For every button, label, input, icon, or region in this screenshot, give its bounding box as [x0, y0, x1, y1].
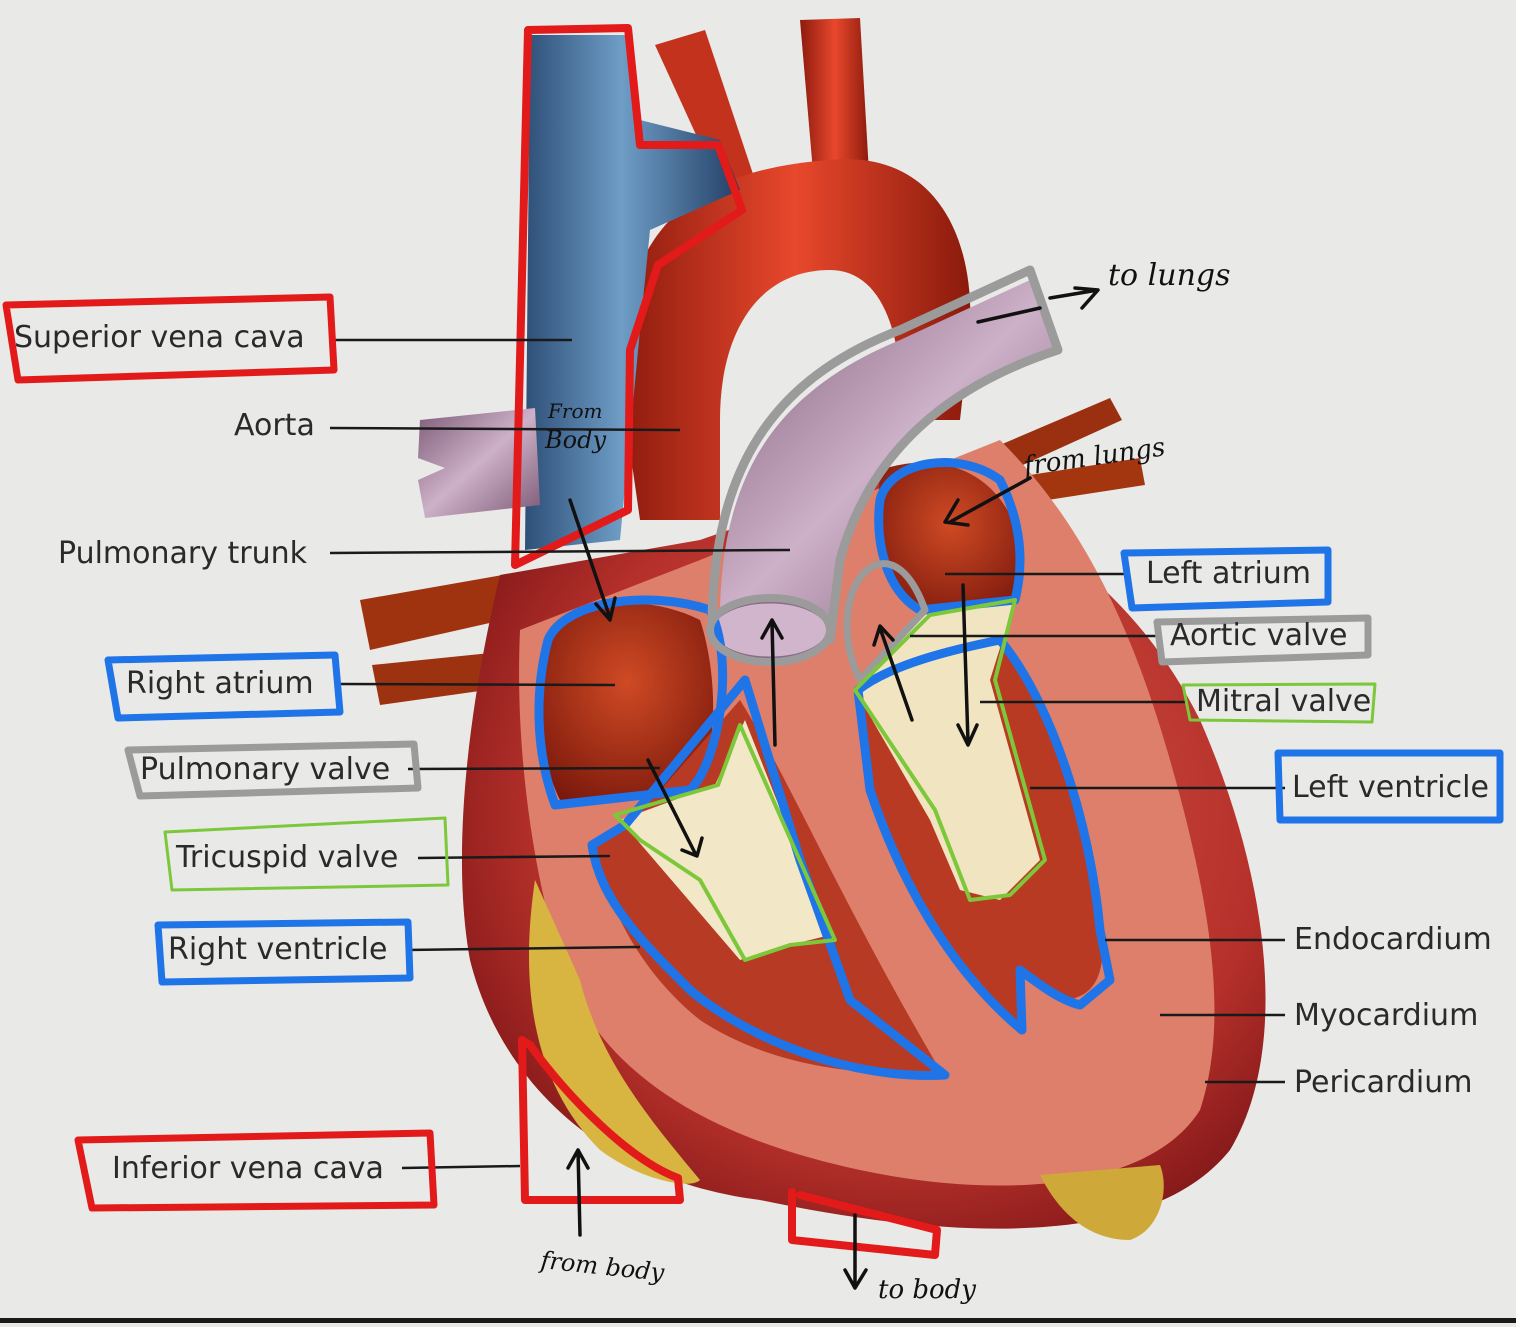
epicardial-fat-right [1040, 1165, 1164, 1240]
leader-lines [329, 338, 1285, 1170]
mv-label-box [1181, 682, 1377, 724]
label-tricuspid-valve: Tricuspid valve [176, 840, 399, 875]
label-pericardium: Pericardium [1294, 1065, 1473, 1100]
label-inferior-vena-cava: Inferior vena cava [112, 1151, 384, 1186]
label-right-atrium: Right atrium [126, 666, 314, 701]
av-label-box [1153, 614, 1372, 666]
label-boxes [2, 293, 1504, 1212]
arrow-from-lungs [943, 476, 1032, 527]
arrow-ivc-up [566, 1148, 590, 1237]
label-mitral-valve: Mitral valve [1196, 684, 1372, 719]
annotation-to-lungs: to lungs [1108, 258, 1231, 293]
pulmonary-valve-gray-outline [706, 594, 834, 666]
flow-arrows [566, 286, 1100, 1290]
tv-label-box [163, 816, 450, 892]
arrow-la-down [956, 583, 979, 747]
aorta-exit-red-outline [788, 1188, 941, 1259]
pv-label-box [124, 740, 422, 800]
annotation-to-body: to body [878, 1275, 976, 1305]
aortic-valve-gray-outline [843, 560, 929, 684]
right-ventricle-blue-outline [587, 675, 950, 1080]
label-aortic-valve: Aortic valve [1170, 618, 1348, 653]
left-ventricle-blue-outline [853, 635, 1115, 1035]
svc-red-outline [511, 24, 746, 569]
pulmonary-trunk-vessel [720, 280, 1060, 620]
svc-label-box [2, 293, 338, 384]
superior-vena-cava-vessel [525, 35, 740, 550]
label-left-ventricle: Left ventricle [1292, 770, 1489, 805]
label-pulmonary-trunk: Pulmonary trunk [58, 536, 308, 571]
right-atrium-chamber [540, 603, 714, 800]
mitral-leaflets [855, 600, 1040, 900]
arrow-lv-up [872, 624, 914, 722]
la-label-box [1120, 546, 1332, 612]
ra-label-box [104, 651, 344, 722]
label-superior-vena-cava: Superior vena cava [14, 320, 305, 355]
label-right-ventricle: Right ventricle [168, 932, 388, 967]
ivc-red-outline [518, 1036, 684, 1204]
label-endocardium: Endocardium [1294, 922, 1492, 957]
tricuspid-leaflets [620, 720, 830, 960]
rv-label-box [154, 918, 414, 986]
epicardial-fat [528, 880, 700, 1184]
label-pulmonary-valve: Pulmonary valve [140, 752, 391, 787]
arrow-to-body [843, 1213, 868, 1290]
pulmonary-trunk-gray-outline [707, 265, 1063, 645]
arrow-svc-down [568, 498, 617, 622]
bottom-edge-bar [0, 1318, 1516, 1323]
annotation-from-body-top-2: Body [544, 426, 606, 454]
lv-label-box [1274, 749, 1504, 824]
tricuspid-green-outline [613, 723, 837, 962]
arrow-ra-to-rv [646, 758, 704, 858]
annotation-from-body-top-1: From [547, 399, 602, 423]
annotation-from-body-bottom: from body [537, 1246, 666, 1287]
arrow-rv-up [760, 618, 784, 747]
label-myocardium: Myocardium [1294, 998, 1479, 1033]
label-left-atrium: Left atrium [1146, 556, 1312, 591]
ivc-label-box [74, 1129, 438, 1212]
label-aorta: Aorta [234, 408, 315, 443]
right-atrium-blue-outline [534, 595, 728, 810]
mitral-green-outline [853, 598, 1047, 902]
aorta [620, 18, 971, 521]
left-pulmonary-branch [418, 408, 540, 518]
arrow-to-lungs [976, 286, 1100, 324]
